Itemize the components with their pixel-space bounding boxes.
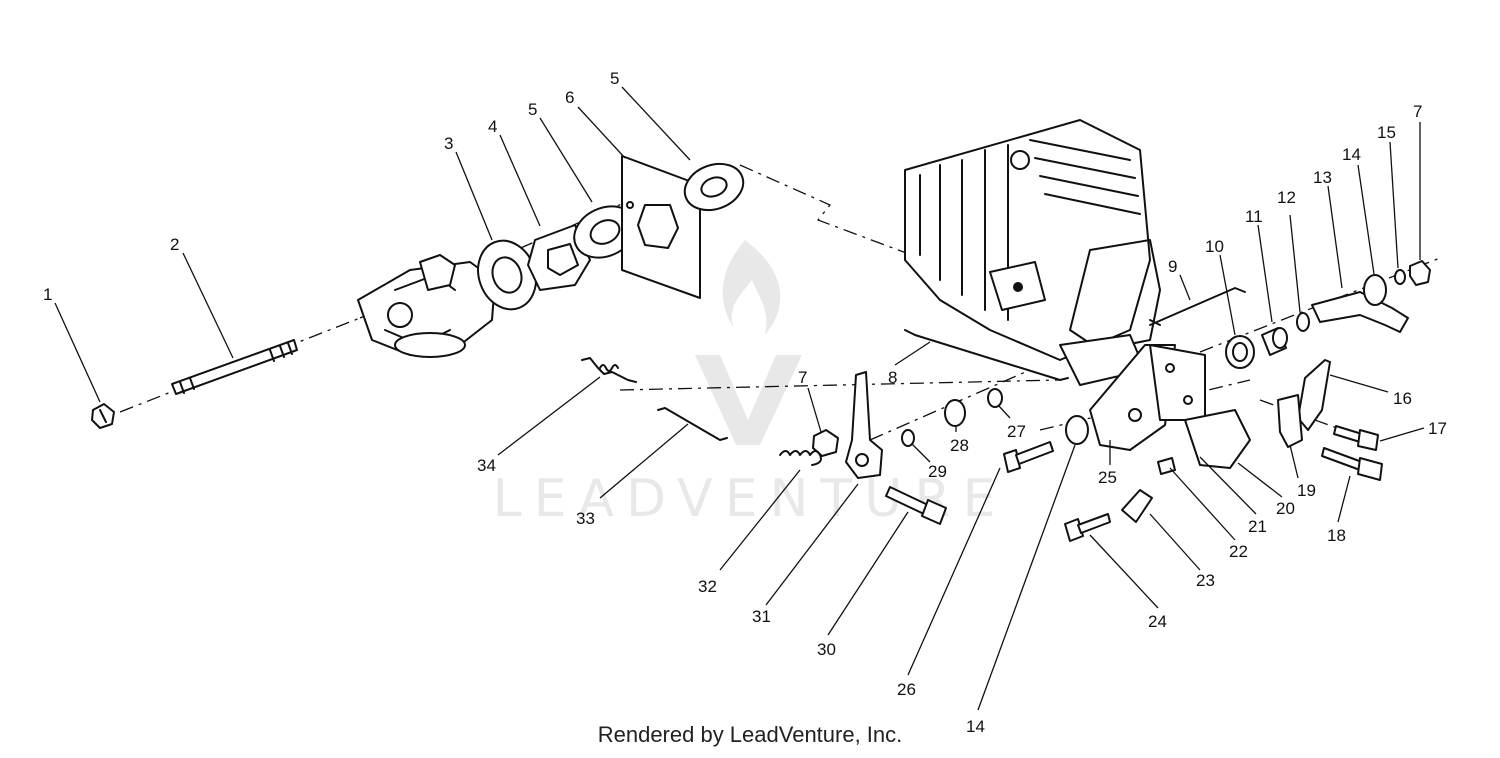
callout-25: 25: [1098, 468, 1117, 487]
callout-32: 32: [698, 577, 717, 596]
callout-2: 2: [170, 235, 179, 254]
watermark-v-icon: [695, 355, 802, 445]
part-31-governor-lever: [845, 371, 883, 479]
part-10-spring: [1225, 335, 1255, 369]
callout-31: 31: [752, 607, 771, 626]
callout-12: 12: [1277, 188, 1296, 207]
callout-18: 18: [1327, 526, 1346, 545]
callout-10: 10: [1205, 237, 1224, 256]
part-22-screw: [1157, 457, 1176, 475]
callout-33: 33: [576, 509, 595, 528]
callout-21: 21: [1248, 517, 1267, 536]
callout-6: 6: [565, 88, 574, 107]
callout-13: 13: [1313, 168, 1332, 187]
part-8-wire: [904, 329, 1069, 381]
credit-line: Rendered by LeadVenture, Inc.: [597, 722, 903, 747]
part-2-stud: [171, 339, 298, 395]
callout-22: 22: [1229, 542, 1248, 561]
part-15-lockwasher: [1394, 269, 1406, 285]
callout-8: 8: [888, 368, 897, 387]
part-23-clip: [1121, 489, 1153, 523]
callout-11: 11: [1245, 207, 1263, 226]
part-19-clamp: [1277, 394, 1303, 448]
part-27-bushing: [987, 388, 1003, 408]
callout-7-left: 7: [798, 368, 807, 387]
part-12-ring: [1296, 312, 1310, 332]
callout-19: 19: [1297, 481, 1316, 500]
part-26-bolt: [1003, 441, 1054, 473]
part-11-bushing: [1261, 327, 1288, 356]
part-7-nut-left: [812, 429, 839, 457]
callout-28: 28: [950, 436, 969, 455]
part-28-washer: [944, 399, 966, 427]
callout-23: 23: [1196, 571, 1215, 590]
callout-20: 20: [1276, 499, 1295, 518]
leader-lines: [54, 86, 1425, 711]
part-20-plate: [1184, 409, 1251, 469]
part-13-control-arm: [1311, 291, 1409, 333]
part-24-screw: [1064, 513, 1111, 542]
callout-14-upper: 14: [1342, 145, 1361, 164]
part-9-link: [1149, 287, 1246, 326]
part-33-link: [657, 407, 728, 441]
part-6-plate: [621, 155, 701, 299]
part-18-screw: [1321, 447, 1383, 481]
callout-27: 27: [1007, 422, 1026, 441]
part-7-nut-right: [1409, 260, 1431, 286]
callout-26: 26: [897, 680, 916, 699]
callout-9: 9: [1168, 257, 1177, 276]
callout-5-upper: 5: [610, 69, 619, 88]
callout-16: 16: [1393, 389, 1412, 408]
part-29-washer: [901, 429, 915, 447]
callout-17: 17: [1428, 419, 1447, 438]
part-17-screw: [1333, 425, 1379, 451]
callout-15: 15: [1377, 123, 1396, 142]
part-34-spring: [581, 357, 637, 383]
engine-block: [904, 119, 1161, 386]
callout-4: 4: [488, 117, 497, 136]
callout-3: 3: [444, 134, 453, 153]
carburetor: [357, 254, 496, 358]
watermark-flame-icon: [722, 240, 781, 335]
callout-34: 34: [477, 456, 496, 475]
callout-30: 30: [817, 640, 836, 659]
part-30-bolt: [885, 486, 947, 525]
callout-1: 1: [43, 285, 52, 304]
callout-5: 5: [528, 100, 537, 119]
part-32-spring: [779, 450, 822, 466]
callout-14-lower: 14: [966, 717, 985, 736]
callout-24: 24: [1148, 612, 1167, 631]
part-14-washer-lower: [1065, 415, 1089, 445]
callout-labels: 1 2 3 4 5 6 5 7 8 9 10 11 12 13 14 15 7 …: [43, 69, 1447, 736]
callout-29: 29: [928, 462, 947, 481]
part-14-washer-upper: [1363, 274, 1387, 306]
callout-7-right: 7: [1413, 102, 1422, 121]
part-5-gasket-upper: [683, 162, 745, 212]
part-1-nut: [91, 403, 115, 429]
part-16-bracket: [1297, 359, 1331, 431]
